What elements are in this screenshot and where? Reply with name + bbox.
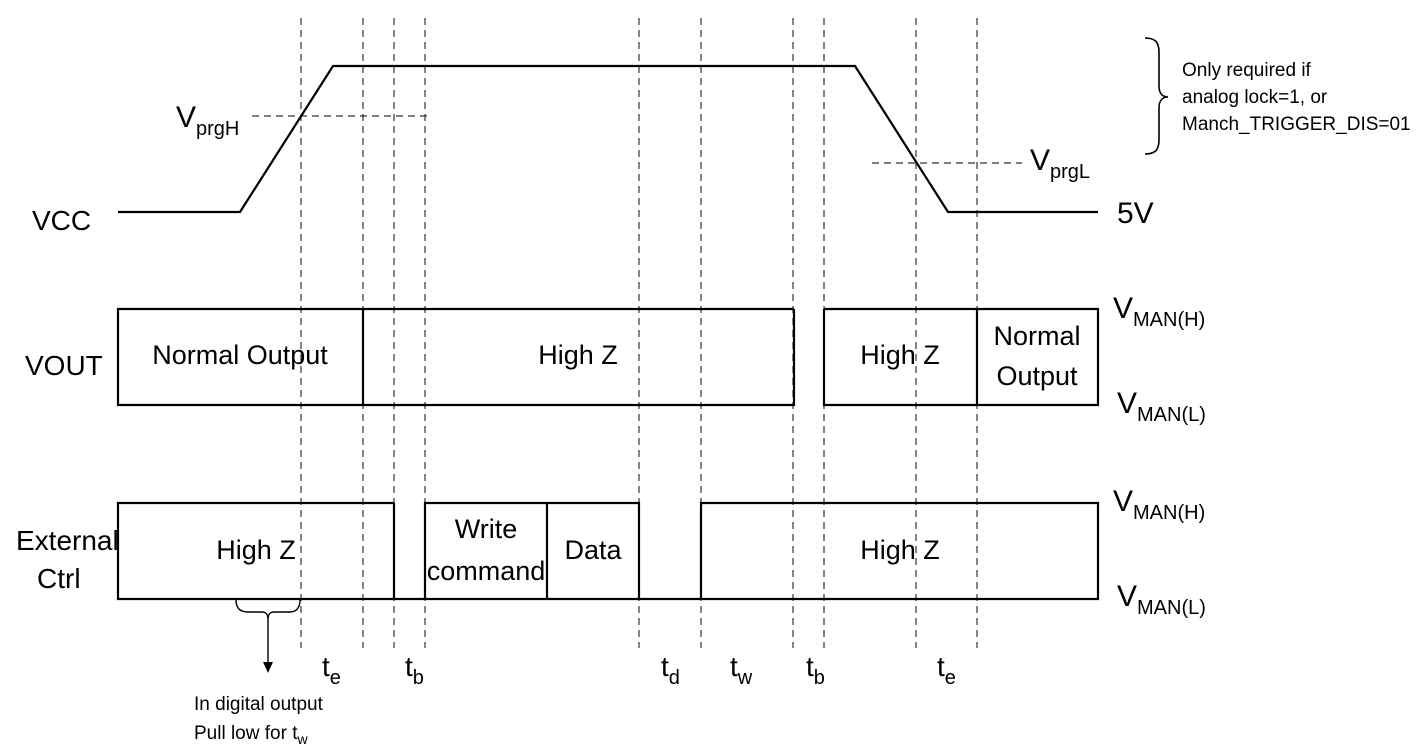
vout-normal-output-text: Normal xyxy=(993,321,1080,351)
ext-high-level-label: VMAN(H) xyxy=(1113,485,1205,524)
ext-low-level-label: VMAN(L) xyxy=(1117,580,1206,619)
ext-segment-b xyxy=(423,501,641,601)
bottom-brace-icon xyxy=(235,599,301,621)
digital-note-line2: Pull low for tw xyxy=(194,723,308,747)
vprgl-label: VprgL xyxy=(1030,144,1090,183)
vout-waveform xyxy=(116,307,1100,407)
vout-normal-output-text: Output xyxy=(996,361,1078,391)
ext-ctrl-label-line2: Ctrl xyxy=(37,563,81,594)
timing-label-tw: tw xyxy=(730,651,753,689)
ext-write-command-text: command xyxy=(427,556,546,586)
brace-note-line2: analog lock=1, or xyxy=(1182,87,1328,108)
ext-segment-c xyxy=(699,501,1100,601)
vout-high-z-text: High Z xyxy=(538,340,618,370)
vout-high-z-text: High Z xyxy=(860,340,940,370)
vout-low-level-label: VMAN(L) xyxy=(1117,387,1206,426)
timing-label-te: te xyxy=(937,651,956,689)
ext-ctrl-label-line1: External xyxy=(16,525,119,556)
ext-ctrl-waveform xyxy=(116,501,1100,601)
ext-data-text: Data xyxy=(564,535,622,565)
vprgh-label: VprgH xyxy=(176,101,239,140)
brace-note-line3: Manch_TRIGGER_DIS=01 xyxy=(1182,114,1411,135)
digital-note-line1: In digital output xyxy=(194,694,324,715)
timing-label-tb: tb xyxy=(806,651,825,689)
vout-label: VOUT xyxy=(25,350,103,381)
ext-high-z-text: High Z xyxy=(216,535,296,565)
vcc-label: VCC xyxy=(32,205,91,236)
vout-segment-b xyxy=(822,307,1100,407)
ext-segment-a xyxy=(116,501,396,601)
timing-label-tb: tb xyxy=(405,651,424,689)
brace-icon xyxy=(1144,37,1169,155)
arrow-head-icon xyxy=(263,662,273,673)
brace-note-line1: Only required if xyxy=(1182,60,1312,81)
vout-segment-a xyxy=(116,307,796,407)
ext-write-command-text: Write xyxy=(455,514,518,544)
ext-high-z-text: High Z xyxy=(860,535,940,565)
five-volt-label: 5V xyxy=(1117,197,1154,230)
timing-label-te: te xyxy=(322,651,341,689)
timing-label-td: td xyxy=(661,651,680,689)
vout-high-level-label: VMAN(H) xyxy=(1113,292,1205,331)
vcc-waveform xyxy=(118,64,1098,214)
vout-normal-output-text: Normal Output xyxy=(152,340,328,370)
